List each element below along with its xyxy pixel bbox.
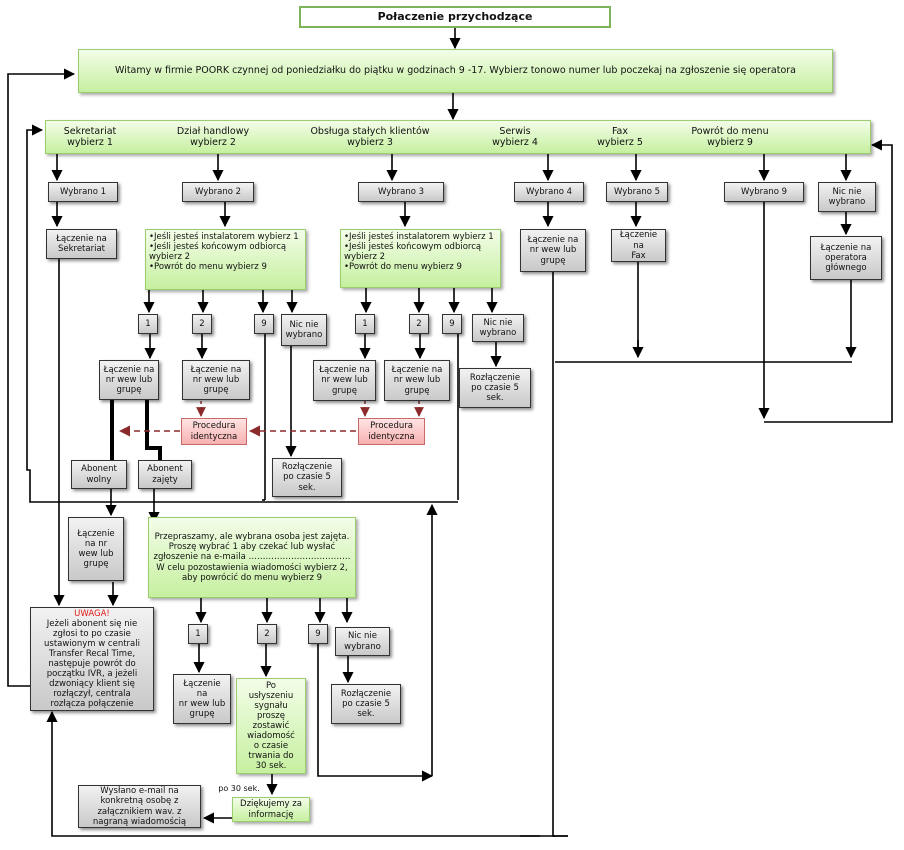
selected-2-node: Wybrano 2 bbox=[182, 182, 254, 202]
selected-5-node: Wybrano 5 bbox=[606, 182, 668, 202]
menu-item-service: Serwis wybierz 4 bbox=[492, 126, 538, 149]
menu-item-sales: Dział handlowy wybierz 2 bbox=[176, 126, 250, 149]
key-2-clients: 2 bbox=[409, 314, 429, 334]
selected-3-node: Wybrano 3 bbox=[358, 182, 444, 202]
menu-item-back: Powrót do menu wybierz 9 bbox=[691, 126, 769, 149]
menu-item-secretariat: Sekretariat wybierz 1 bbox=[63, 126, 117, 149]
key-1-sales: 1 bbox=[138, 314, 158, 334]
key-2-busy: 2 bbox=[257, 624, 277, 644]
warning-title: UWAGA! bbox=[74, 608, 110, 619]
key-9-clients: 9 bbox=[442, 314, 462, 334]
subscriber-busy-node: Abonent zajęty bbox=[138, 460, 192, 489]
key-1-clients: 1 bbox=[355, 314, 375, 334]
key-9-sales: 9 bbox=[254, 314, 274, 334]
call-title-node: Połaczenie przychodzące bbox=[299, 6, 611, 28]
voicemail-node: Po usłyszeniu sygnału proszę zostawić wi… bbox=[236, 678, 306, 774]
thanks-node: Dziękujemy za informację bbox=[232, 797, 310, 822]
connect-group-clients-1: Łączenie na nr wew lub grupę bbox=[313, 360, 376, 401]
warning-node: UWAGA! Jeżeli abonent się nie zgłosi to … bbox=[30, 607, 154, 711]
selected-1-node: Wybrano 1 bbox=[48, 182, 118, 202]
none-selected-clients: Nic nie wybrano bbox=[472, 314, 524, 342]
connect-group-free: Łączenie na nr wew lub grupę bbox=[68, 517, 124, 581]
procedure-identical-2: Procedura identyczna bbox=[358, 418, 425, 445]
after-30-label: po 30 sek. bbox=[218, 784, 260, 794]
connect-group-sales-2: Łączenie na nr wew lub grupę bbox=[182, 360, 250, 400]
key-9-busy: 9 bbox=[308, 624, 328, 644]
connect-operator-node: Łączenie na operatora głównego bbox=[810, 236, 882, 280]
selected-4-node: Wybrano 4 bbox=[514, 182, 584, 202]
none-selected-sales: Nic nie wybrano bbox=[281, 314, 327, 346]
connect-service-group-node: Łączenie na nr wew lub grupę bbox=[520, 229, 586, 272]
connect-group-clients-2: Łączenie na nr wew lub grupę bbox=[384, 360, 450, 401]
connect-fax-node: Łączenie na Fax bbox=[611, 229, 666, 262]
welcome-message-node: Witamy w firmie POORK czynnej od poniedz… bbox=[78, 49, 833, 93]
subscriber-free-node: Abonent wolny bbox=[71, 460, 127, 489]
procedure-identical-1: Procedura identyczna bbox=[181, 418, 247, 445]
busy-message-node: Przepraszamy, ale wybrana osoba jest zaj… bbox=[148, 517, 356, 598]
key-1-busy: 1 bbox=[188, 624, 208, 644]
disconnect-busy: Rozłączenie po czasie 5 sek. bbox=[331, 684, 401, 724]
menu-item-fax: Fax wybierz 5 bbox=[597, 126, 643, 149]
menu-item-regular-clients: Obsługa stałych klientów wybierz 3 bbox=[310, 126, 430, 149]
connect-group-sales-1: Łączenie na nr wew lub grupę bbox=[99, 360, 159, 400]
connect-secretariat-node: Łączenie na Sekretariat bbox=[46, 229, 117, 259]
submenu-clients-node: •Jeśli jesteś instalatorem wybierz 1 •Je… bbox=[340, 229, 501, 288]
selected-none-node: Nic nie wybrano bbox=[818, 182, 876, 212]
selected-9-node: Wybrano 9 bbox=[724, 182, 804, 202]
key-2-sales: 2 bbox=[192, 314, 212, 334]
disconnect-sales: Rozłączenie po czasie 5 sek. bbox=[272, 458, 342, 497]
warning-text: Jeżeli abonent się nie zgłosi to po czas… bbox=[44, 618, 140, 710]
main-menu-bar bbox=[45, 120, 871, 154]
submenu-sales-node: •Jeśli jesteś instalatorem wybierz 1 •Je… bbox=[145, 229, 306, 290]
connect-group-busy-1: Łączenie na nr wew lub grupę bbox=[173, 674, 231, 724]
email-sent-node: Wysłano e-mail na konkretną osobę z załą… bbox=[78, 785, 201, 828]
none-selected-busy: Nic nie wybrano bbox=[335, 627, 390, 656]
disconnect-clients: Rozłączenie po czasie 5 sek. bbox=[459, 368, 531, 408]
